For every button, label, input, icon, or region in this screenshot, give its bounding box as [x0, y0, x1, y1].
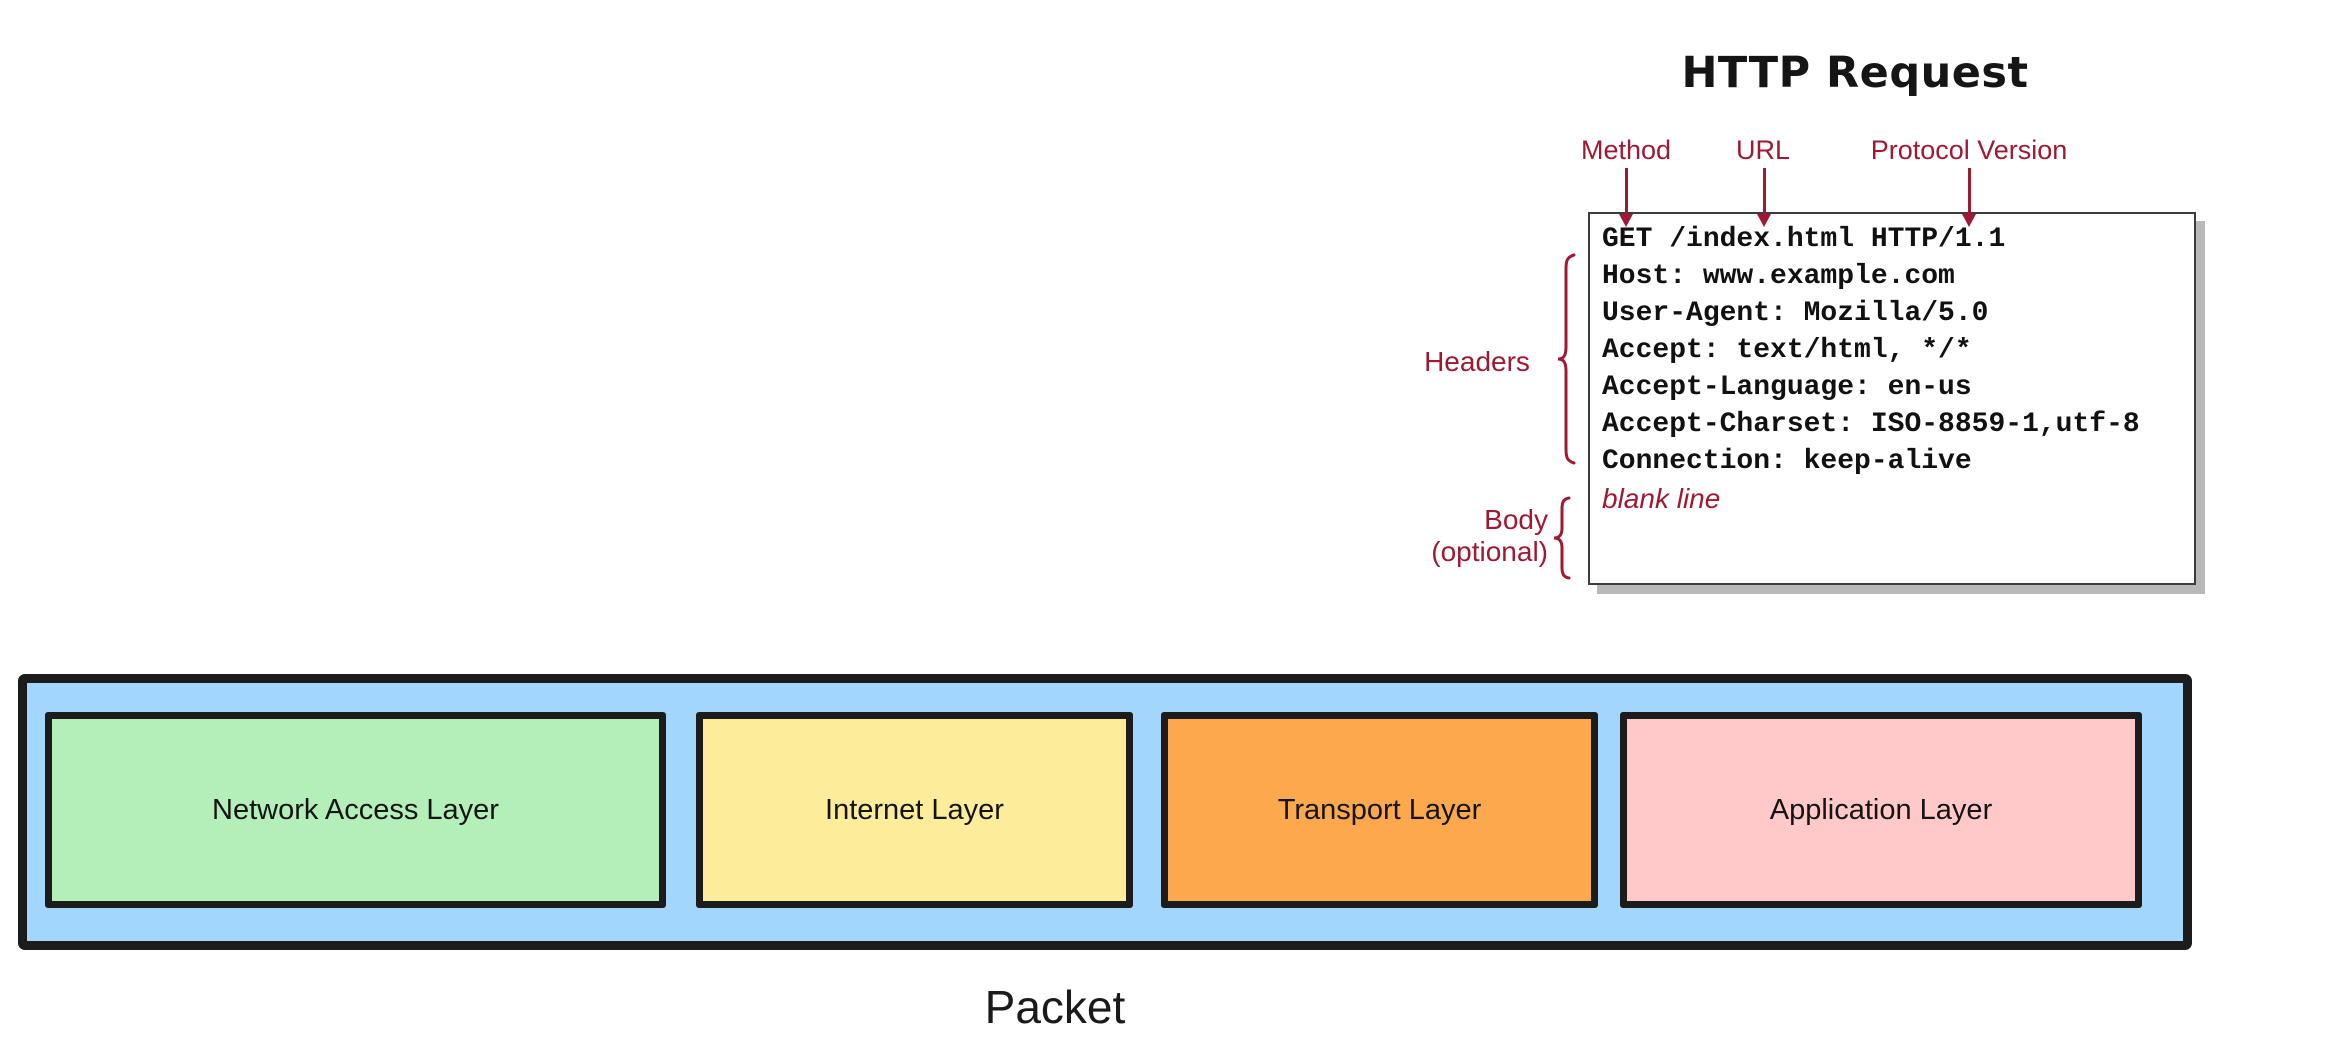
protocol-version-annotation-label: Protocol Version	[1870, 135, 2068, 165]
header-line-accept-language: Accept-Language: en-us	[1602, 372, 1972, 403]
request-line: GET /index.html HTTP/1.1	[1602, 224, 2006, 255]
headers-brace-icon	[1557, 253, 1576, 465]
application-layer-label: Application Layer	[1769, 793, 1993, 826]
internet-layer-box: Internet Layer	[696, 712, 1133, 908]
header-line-accept: Accept: text/html, */*	[1602, 335, 1972, 366]
body-label-line2: (optional)	[1431, 536, 1548, 567]
network-access-layer-box: Network Access Layer	[45, 712, 666, 908]
blank-line-annotation: blank line	[1602, 483, 1721, 514]
application-layer-box: Application Layer	[1620, 712, 2142, 908]
network-access-layer-label: Network Access Layer	[212, 793, 499, 826]
body-brace-icon	[1553, 496, 1571, 580]
transport-layer-box: Transport Layer	[1161, 712, 1598, 908]
headers-label: Headers	[1424, 346, 1530, 377]
header-line-accept-charset: Accept-Charset: ISO-8859-1,utf-8	[1602, 409, 2140, 440]
http-request-title: HTTP Request	[1681, 48, 2029, 98]
url-annotation-label: URL	[1735, 135, 1790, 165]
http-request-message-box: GET /index.html HTTP/1.1 Host: www.examp…	[1588, 212, 2196, 585]
method-annotation-label: Method	[1580, 135, 1672, 165]
header-line-user-agent: User-Agent: Mozilla/5.0	[1602, 298, 1989, 329]
header-line-connection: Connection: keep-alive	[1602, 446, 1972, 477]
body-optional-label: Body (optional)	[1380, 504, 1548, 568]
header-line-host: Host: www.example.com	[1602, 261, 1955, 292]
body-label-line1: Body	[1484, 504, 1548, 535]
internet-layer-label: Internet Layer	[825, 793, 1004, 826]
transport-layer-label: Transport Layer	[1277, 793, 1482, 826]
packet-caption: Packet	[984, 981, 1126, 1033]
